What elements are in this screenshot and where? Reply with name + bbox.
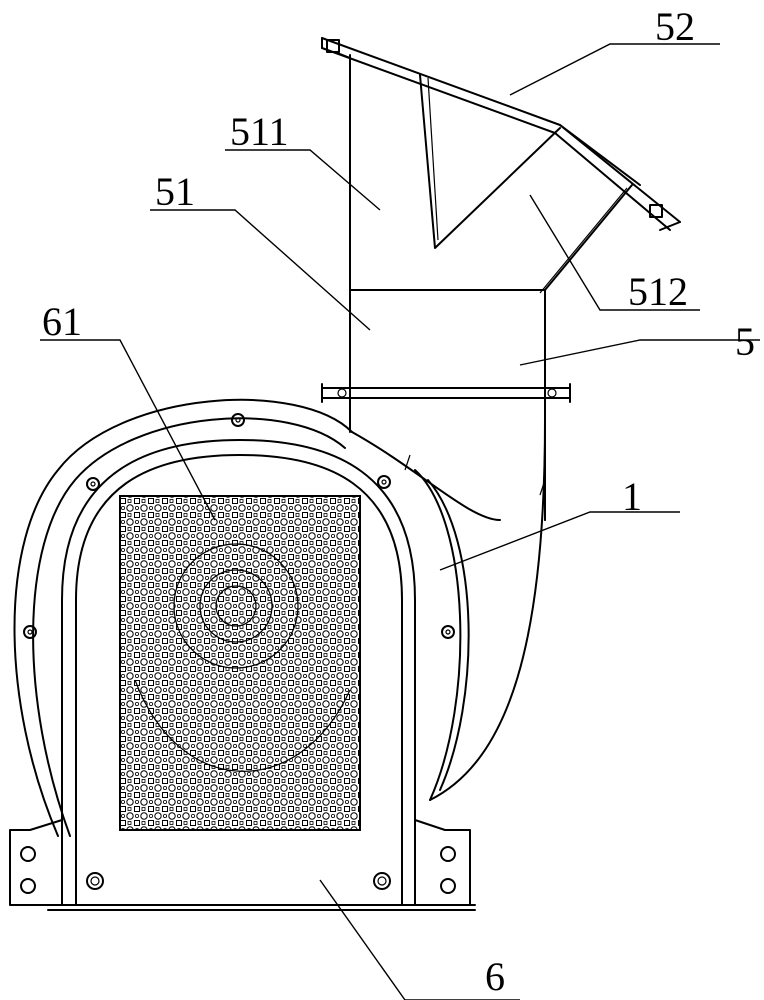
label-5: 5 xyxy=(735,319,755,364)
branch-pipes xyxy=(420,75,632,300)
label-511: 511 xyxy=(230,109,289,154)
label-512: 512 xyxy=(628,269,688,314)
label-1: 1 xyxy=(622,474,642,519)
cover-plate xyxy=(322,38,680,230)
label-61: 61 xyxy=(42,299,82,344)
mesh-screen xyxy=(120,496,360,830)
label-6: 6 xyxy=(485,954,505,999)
label-52: 52 xyxy=(655,4,695,49)
label-51: 51 xyxy=(155,169,195,214)
